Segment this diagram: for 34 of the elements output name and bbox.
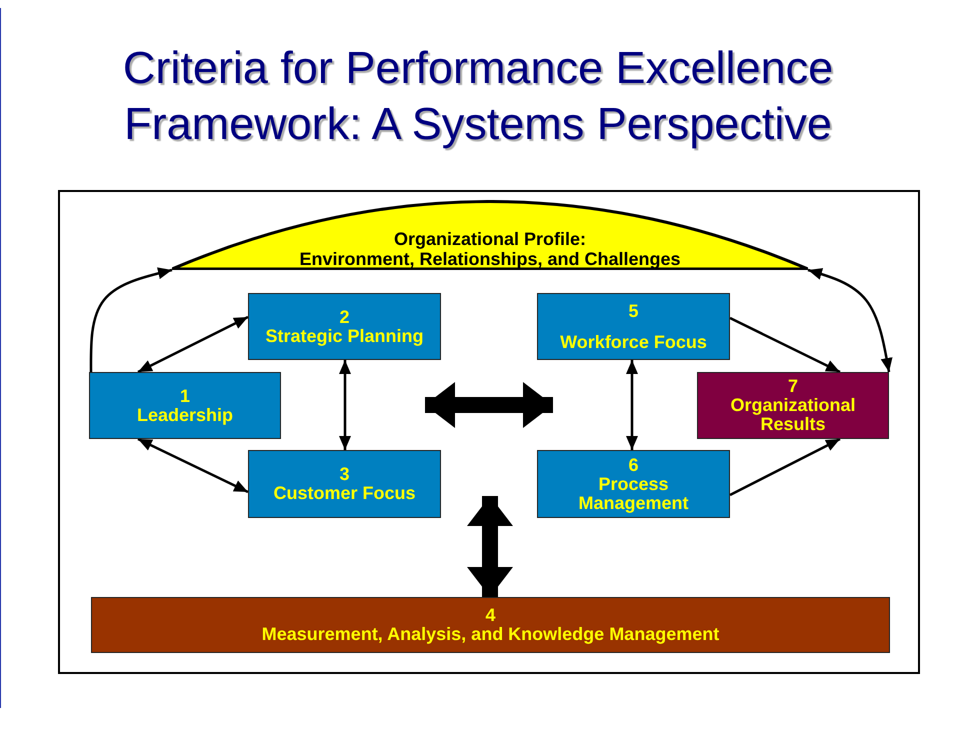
category-number: 2 — [339, 308, 350, 326]
category-number: 7 — [788, 377, 798, 396]
category-box — [537, 450, 730, 518]
category-number: 4 — [485, 606, 496, 625]
category-box — [89, 372, 281, 439]
category-label: Workforce Focus — [560, 332, 707, 352]
arrow — [137, 316, 249, 374]
arrow — [808, 268, 893, 372]
arrow — [137, 438, 249, 494]
category-label: Process Management — [577, 474, 690, 512]
category-number: 5 — [628, 302, 638, 320]
profile-label: Environment, Relationships, and Challenges — [299, 250, 681, 269]
category-box — [248, 293, 441, 360]
category-number: 1 — [180, 386, 190, 406]
category-label: Organizational Results — [729, 396, 856, 434]
title: Criteria for Performance Excellence Framework: A Systems Perspective — [122, 41, 834, 151]
measurement-bar — [91, 597, 890, 653]
category-number: 3 — [339, 465, 350, 484]
arrow — [626, 360, 638, 450]
results-box — [697, 372, 889, 439]
arrow — [729, 438, 841, 496]
arrow — [729, 316, 841, 374]
category-box — [537, 293, 730, 360]
arrow — [90, 267, 172, 372]
profile-heading: Organizational Profile: — [394, 230, 586, 249]
category-box — [248, 450, 441, 518]
category-label: Customer Focus — [273, 484, 416, 503]
double-arrow — [467, 496, 513, 597]
category-number: 6 — [628, 456, 638, 474]
arrow — [339, 360, 351, 450]
category-label: Measurement, Analysis, and Knowledge Management — [262, 625, 720, 644]
double-arrow — [425, 382, 553, 428]
category-label: Strategic Planning — [265, 326, 424, 346]
category-label: Leadership — [136, 406, 234, 424]
